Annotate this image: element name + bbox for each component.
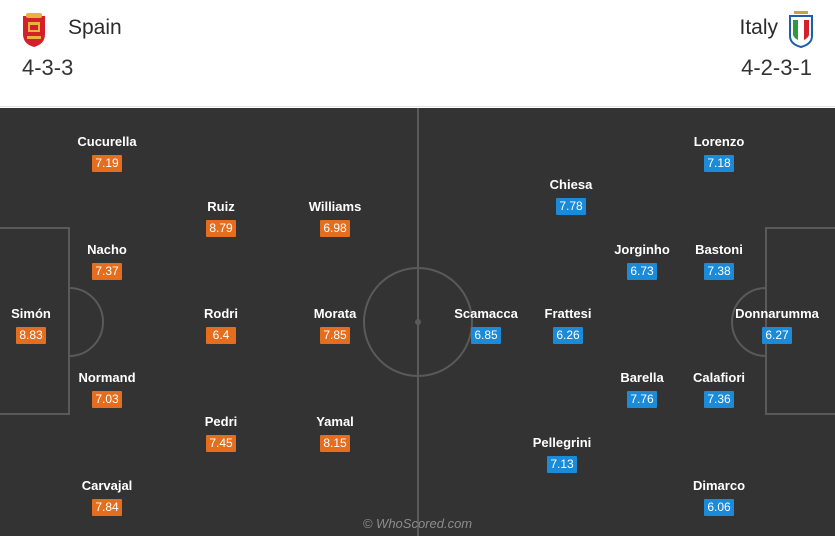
rating-badge: 8.83 xyxy=(16,327,46,344)
spain-crest-icon xyxy=(23,13,45,47)
rating-badge: 7.37 xyxy=(92,263,122,280)
player-name: Cucurella xyxy=(77,134,137,149)
rating-badge: 7.03 xyxy=(92,391,122,408)
player-morata[interactable]: Morata 7.85 xyxy=(275,306,395,350)
player-name: Yamal xyxy=(316,414,354,429)
player-name: Carvajal xyxy=(81,478,133,493)
player-lorenzo[interactable]: Lorenzo 7.18 xyxy=(659,134,779,178)
player-ruiz[interactable]: Ruiz 8.79 xyxy=(161,199,281,243)
home-formation: 4-3-3 xyxy=(22,55,74,80)
player-name: Simón xyxy=(11,306,51,321)
away-team-name[interactable]: Italy xyxy=(739,16,778,39)
rating-badge: 7.36 xyxy=(704,391,734,408)
watermark: © WhoScored.com xyxy=(362,516,473,531)
player-name: Ruiz xyxy=(207,199,235,214)
away-formation: 4-2-3-1 xyxy=(741,55,812,80)
player-bastoni[interactable]: Bastoni 7.38 xyxy=(659,242,779,286)
rating-badge: 6.4 xyxy=(206,327,236,344)
player-name: Donnarumma xyxy=(735,306,819,321)
player-scamacca[interactable]: Scamacca 6.85 xyxy=(426,306,546,350)
player-name: Williams xyxy=(308,199,362,214)
player-name: Frattesi xyxy=(544,306,592,321)
player-chiesa[interactable]: Chiesa 7.78 xyxy=(511,177,631,221)
rating-badge: 7.78 xyxy=(556,198,586,215)
rating-badge: 7.13 xyxy=(547,456,577,473)
player-name: Bastoni xyxy=(695,242,743,257)
italy-crest-icon xyxy=(789,11,813,48)
player-name: Normand xyxy=(78,370,136,385)
rating-badge: 7.84 xyxy=(92,499,122,516)
player-rodri[interactable]: Rodri 6.4 xyxy=(161,306,281,350)
player-name: Calafiori xyxy=(692,370,745,385)
player-name: Pellegrini xyxy=(532,435,592,450)
player-normand[interactable]: Normand 7.03 xyxy=(47,370,167,414)
player-calafiori[interactable]: Calafiori 7.36 xyxy=(659,370,779,414)
match-header: Spain 4-3-3 Italy 4-2-3-1 xyxy=(0,0,835,107)
player-name: Dimarco xyxy=(692,478,746,493)
home-team-name[interactable]: Spain xyxy=(68,16,122,39)
player-pellegrini[interactable]: Pellegrini 7.13 xyxy=(502,435,622,479)
rating-badge: 6.73 xyxy=(627,263,657,280)
player-name: Pedri xyxy=(204,414,238,429)
pitch-markings xyxy=(0,108,835,536)
rating-badge: 7.18 xyxy=(704,155,734,172)
rating-badge: 6.27 xyxy=(762,327,792,344)
rating-badge: 8.79 xyxy=(206,220,236,237)
player-name: Lorenzo xyxy=(693,134,745,149)
player-name: Chiesa xyxy=(549,177,593,192)
player-name: Scamacca xyxy=(454,306,518,321)
player-name: Jorginho xyxy=(614,242,670,257)
player-cucurella[interactable]: Cucurella 7.19 xyxy=(47,134,167,178)
player-name: Morata xyxy=(313,306,357,321)
rating-badge: 7.45 xyxy=(206,435,236,452)
pitch: Simón 8.83 Cucurella 7.19 Nacho 7.37 Nor… xyxy=(0,108,835,536)
rating-badge: 8.15 xyxy=(320,435,350,452)
player-simon[interactable]: Simón 8.83 xyxy=(0,306,91,350)
rating-badge: 7.85 xyxy=(320,327,350,344)
player-frattesi[interactable]: Frattesi 6.26 xyxy=(508,306,628,350)
rating-badge: 7.19 xyxy=(92,155,122,172)
player-jorginho[interactable]: Jorginho 6.73 xyxy=(582,242,702,286)
rating-badge: 6.26 xyxy=(553,327,583,344)
player-nacho[interactable]: Nacho 7.37 xyxy=(47,242,167,286)
rating-badge: 7.76 xyxy=(627,391,657,408)
rating-badge: 6.85 xyxy=(471,327,501,344)
player-donnarumma[interactable]: Donnarumma 6.27 xyxy=(717,306,835,350)
player-dimarco[interactable]: Dimarco 6.06 xyxy=(659,478,779,522)
player-carvajal[interactable]: Carvajal 7.84 xyxy=(47,478,167,522)
player-williams[interactable]: Williams 6.98 xyxy=(275,199,395,243)
rating-badge: 7.38 xyxy=(704,263,734,280)
player-barella[interactable]: Barella 7.76 xyxy=(582,370,702,414)
player-pedri[interactable]: Pedri 7.45 xyxy=(161,414,281,458)
player-name: Barella xyxy=(620,370,664,385)
rating-badge: 6.06 xyxy=(704,499,734,516)
rating-badge: 6.98 xyxy=(320,220,350,237)
player-name: Nacho xyxy=(87,242,127,257)
player-yamal[interactable]: Yamal 8.15 xyxy=(275,414,395,458)
player-name: Rodri xyxy=(204,306,238,321)
